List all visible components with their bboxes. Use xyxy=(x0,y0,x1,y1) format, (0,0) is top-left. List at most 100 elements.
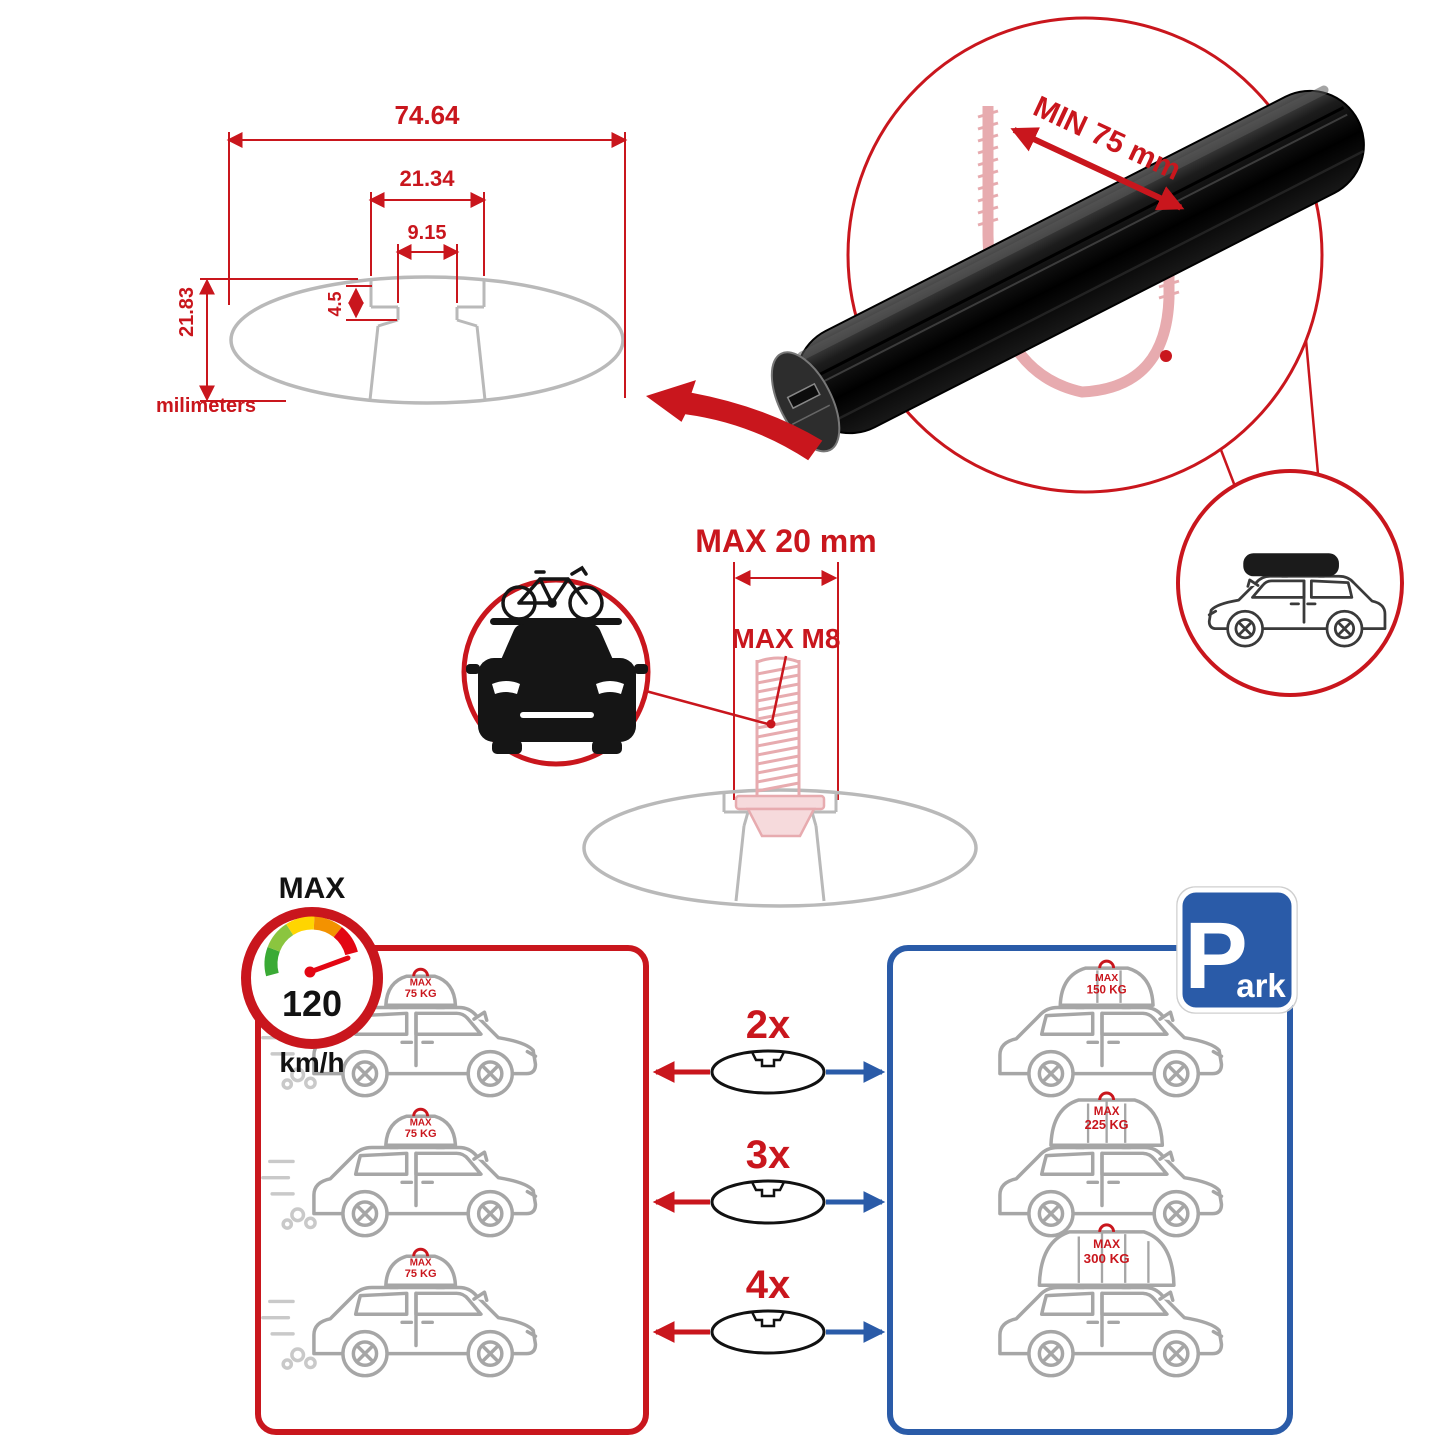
roof-load-value: 75 KG xyxy=(405,988,437,1000)
zoom-connector-line-1 xyxy=(1219,449,1238,490)
roof-bar-under-bike xyxy=(490,618,622,625)
ext-lines-total-height xyxy=(200,278,358,402)
exhaust-smoke xyxy=(304,1216,317,1230)
speed-unit: km/h xyxy=(279,1047,344,1078)
exhaust-smoke xyxy=(290,1067,306,1083)
exhaust-smoke xyxy=(281,1078,294,1090)
multiplier-label-1: 2x xyxy=(746,1003,791,1047)
exhaust-smoke xyxy=(281,1218,294,1230)
exhaust-smoke xyxy=(304,1076,317,1090)
dim-channel-width: 21.34 xyxy=(399,166,455,191)
crossbar-icon-1 xyxy=(710,1049,826,1095)
gauge-needle-hub xyxy=(304,966,316,978)
exhaust-smoke xyxy=(304,1356,317,1370)
park-sign-plate xyxy=(1177,887,1297,1013)
gauge-arc-segments xyxy=(264,916,358,977)
roof-load-value: 300 KG xyxy=(1084,1251,1130,1266)
thread-leader-line xyxy=(770,655,788,723)
bolt-diagram: MAX 20 mm MAX M8 xyxy=(461,523,978,908)
suv-roofbox-detail xyxy=(1176,469,1404,697)
multiplier-rows: 2x 3x 4x xyxy=(652,1003,886,1355)
crossbar-3d-detail: MIN 75 mm xyxy=(646,16,1404,697)
crossbar-icon-slot-1 xyxy=(750,1051,786,1068)
zoom-connector-line-2 xyxy=(1304,339,1320,475)
ext-lines-total-width xyxy=(228,132,626,398)
roof-load-value: 75 KG xyxy=(405,1128,437,1140)
bar-end-slot xyxy=(786,382,821,410)
exhaust-smoke xyxy=(290,1347,306,1363)
bolt-washer xyxy=(734,794,826,811)
exhaust-smoke xyxy=(290,1207,306,1223)
unit-label: milimeters xyxy=(156,395,256,417)
thread-leader-dot xyxy=(766,719,776,729)
bar-groove-inner xyxy=(816,113,1348,386)
park-sign-rest: ark xyxy=(1236,967,1286,1004)
motion-lines xyxy=(261,1159,295,1196)
park-sign-outer xyxy=(1176,886,1298,1014)
profile-channel-2 xyxy=(722,792,838,902)
speed-limit-gauge: MAX 120 km/h xyxy=(241,872,383,1078)
bolt-head xyxy=(745,807,817,838)
multiplier-row-2: 3x xyxy=(652,1133,886,1225)
bar-lower-groove xyxy=(836,150,1365,421)
car-front-silhouette xyxy=(466,624,648,754)
dim-total-width: 74.64 xyxy=(394,100,460,130)
roof-load-max: MAX xyxy=(1095,973,1118,984)
park-sign: P ark xyxy=(1176,886,1298,1014)
car-parked-3: MAX 300 KG xyxy=(998,1223,1224,1378)
crossbar-profile-ellipse xyxy=(229,275,625,405)
car-driving-3: MAX 75 KG xyxy=(261,1247,538,1378)
multiplier-label-2: 3x xyxy=(746,1133,791,1177)
roof-cargo-box xyxy=(1243,553,1339,577)
max-thread-label: MAX M8 xyxy=(732,623,841,654)
profile-ellipse-2 xyxy=(582,788,978,908)
crossbar-icon-slot-3 xyxy=(750,1311,786,1328)
car-driving-2: MAX 75 KG xyxy=(261,1107,538,1238)
roof-load-value: 150 KG xyxy=(1087,984,1127,997)
car-parked-1: MAX 150 KG xyxy=(998,959,1224,1098)
speed-max-label: MAX xyxy=(279,872,346,905)
roof-load-max: MAX xyxy=(410,1257,432,1268)
crossbar-icon-2 xyxy=(710,1179,826,1225)
bar-end-seam xyxy=(791,404,831,425)
ext-lines-channel-width xyxy=(370,192,485,276)
roof-load-value: 75 KG xyxy=(405,1268,437,1280)
zoom-circle xyxy=(846,16,1324,494)
multiplier-label-3: 4x xyxy=(746,1263,791,1307)
exhaust-smoke xyxy=(281,1358,294,1370)
roof-load-max: MAX xyxy=(1094,1105,1120,1118)
bolt-extension-lines xyxy=(733,562,839,800)
crossbar-icon-slot-2 xyxy=(750,1181,786,1198)
bike-car-detail xyxy=(461,565,651,767)
profile-dimension-diagram: 74.64 21.34 9.15 4.5 21.83 milimeters xyxy=(156,100,628,417)
detail-connector-line xyxy=(641,688,769,726)
car-parked-2: MAX 225 KG xyxy=(998,1091,1224,1238)
speed-value: 120 xyxy=(282,983,342,1024)
roof-load-max: MAX xyxy=(1093,1237,1120,1251)
dim-slot-depth: 4.5 xyxy=(325,291,345,316)
motion-lines xyxy=(261,1299,295,1336)
dim-total-height: 21.83 xyxy=(176,287,198,337)
bolt-thread-hatching xyxy=(756,664,800,793)
car-front-details xyxy=(492,681,624,718)
crossbar-icon-3 xyxy=(710,1309,826,1355)
multiplier-row-1: 2x xyxy=(652,1003,886,1095)
dim-slot-width: 9.15 xyxy=(408,222,447,244)
crossbar-profile-channel xyxy=(368,280,487,401)
roof-load-max: MAX xyxy=(410,977,432,988)
gauge-needle xyxy=(307,955,351,975)
max-length-label: MAX 20 mm xyxy=(695,523,876,559)
gauge-ring xyxy=(241,907,383,1049)
ext-lines-slot-width xyxy=(397,244,458,303)
park-sign-letter: P xyxy=(1184,903,1247,1009)
clamp-pivot-dot xyxy=(1160,350,1172,362)
min-spacing-arrow xyxy=(1010,127,1185,211)
bar-top-highlight xyxy=(797,85,1329,361)
ext-lines-slot-depth xyxy=(346,285,397,321)
bar-groove-lines xyxy=(812,106,1345,379)
roof-load-max: MAX xyxy=(410,1117,432,1128)
crossbar-3d-bar xyxy=(770,85,1365,453)
multiplier-row-3: 4x xyxy=(652,1263,886,1355)
roof-load-value: 225 KG xyxy=(1085,1117,1129,1132)
